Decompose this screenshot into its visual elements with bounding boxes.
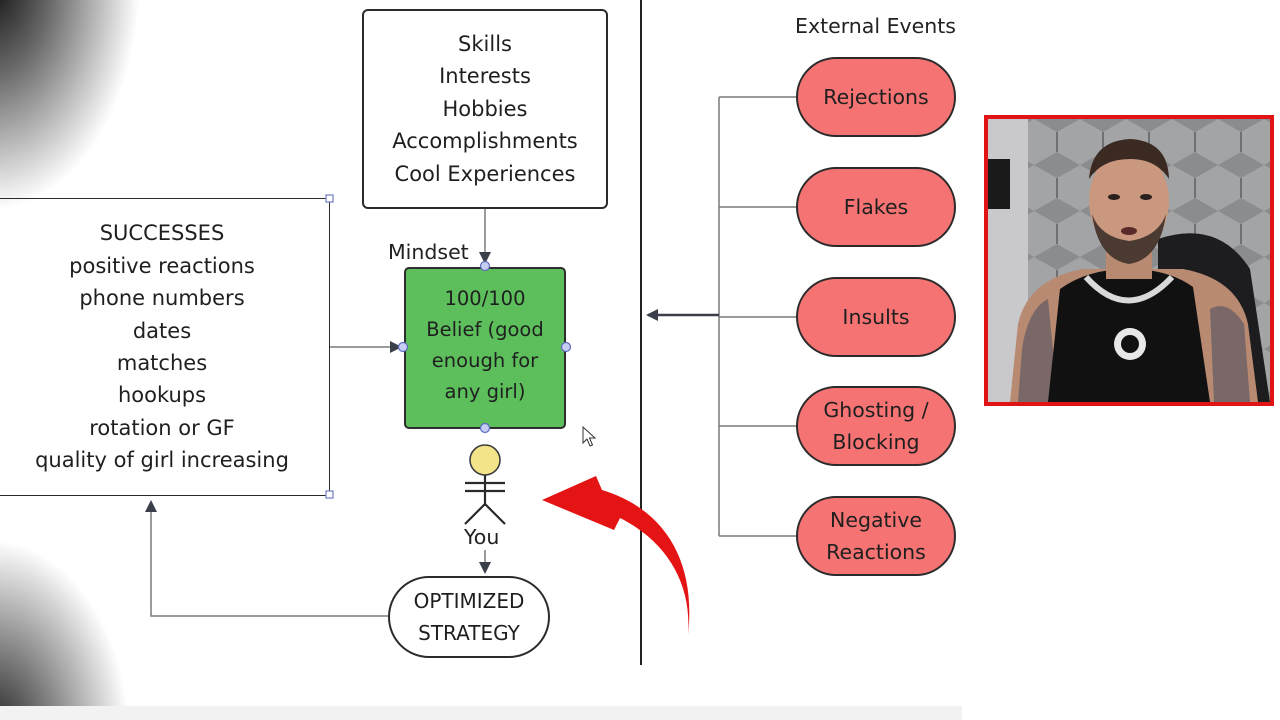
belief-handle-bottom[interactable]: [479, 422, 491, 434]
event-ghosting-blocking[interactable]: Ghosting / Blocking: [796, 386, 956, 466]
belief-handle-left[interactable]: [397, 341, 409, 353]
event-negative-label-2: Reactions: [826, 540, 926, 564]
webcam-overlay: [984, 115, 1274, 406]
successes-handle-top[interactable]: [325, 194, 334, 203]
bottom-strip: [0, 706, 1280, 720]
event-negative-reactions[interactable]: Negative Reactions: [796, 496, 956, 576]
successes-handle-bottom[interactable]: [325, 490, 334, 499]
event-rejections[interactable]: Rejections: [796, 57, 956, 137]
event-flakes[interactable]: Flakes: [796, 167, 956, 247]
event-rejections-label: Rejections: [823, 85, 929, 109]
red-curved-arrow-annotation: [542, 476, 690, 635]
event-flakes-label: Flakes: [843, 195, 909, 219]
event-ghosting-label-2: Blocking: [832, 430, 920, 454]
bottom-strip-right: [962, 706, 1280, 720]
event-insults-label: Insults: [842, 305, 910, 329]
event-ghosting-label-1: Ghosting /: [823, 398, 929, 422]
mouse-pointer-icon: [582, 426, 597, 447]
person-in-webcam: [988, 119, 1270, 402]
belief-handle-top[interactable]: [479, 260, 491, 272]
event-negative-label-1: Negative: [830, 508, 922, 532]
event-insults[interactable]: Insults: [796, 277, 956, 357]
external-events-title: External Events: [795, 14, 956, 38]
belief-handle-right[interactable]: [560, 341, 572, 353]
